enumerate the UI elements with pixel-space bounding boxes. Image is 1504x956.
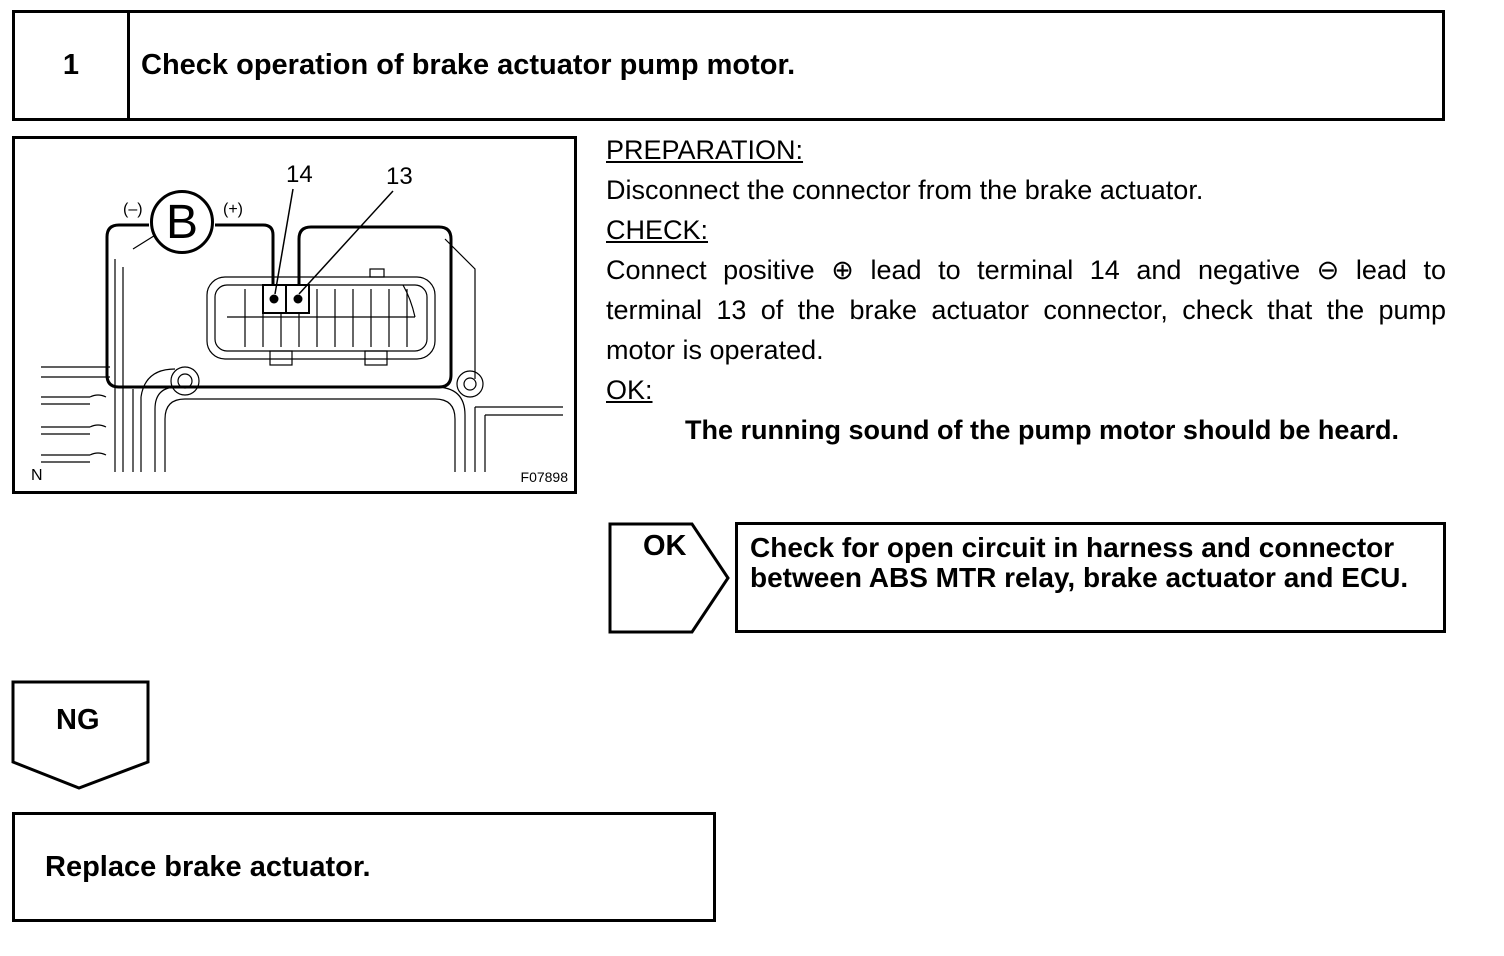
ok-criterion: The running sound of the pump motor shou…	[685, 415, 1399, 445]
ok-label: OK	[643, 530, 687, 562]
step-title: Check operation of brake actuator pump m…	[141, 49, 796, 81]
figure-id: F07898	[520, 469, 568, 485]
ok-arrow-shape	[608, 522, 730, 634]
preparation-heading: PREPARATION:	[606, 135, 804, 165]
pin-14-label: 14	[286, 161, 313, 188]
positive-label: (+)	[223, 201, 243, 218]
negative-label: (–)	[123, 201, 143, 218]
check-text: Connect positive ⊕ lead to terminal 14 a…	[606, 255, 1446, 365]
ng-label: NG	[56, 704, 100, 736]
ok-result-box: Check for open circuit in harness and co…	[735, 522, 1446, 633]
actuator-drawing	[41, 188, 563, 472]
preparation-text: Disconnect the connector from the brake …	[606, 175, 1204, 205]
ng-arrow-shape	[11, 680, 150, 790]
pin-13-label: 13	[386, 163, 413, 190]
step-number: 1	[15, 13, 130, 118]
connector-illustration: B 14 13 (–) (+) N F07898	[12, 136, 577, 494]
ok-arrow: OK	[608, 522, 732, 634]
battery-symbol: B	[150, 190, 214, 254]
instructions: PREPARATION: Disconnect the connector fr…	[606, 130, 1446, 450]
check-heading: CHECK:	[606, 215, 709, 245]
ok-heading: OK:	[606, 375, 653, 405]
ng-arrow: NG	[11, 680, 151, 792]
ng-result-box: Replace brake actuator.	[12, 812, 716, 922]
step-header: 1 Check operation of brake actuator pump…	[12, 10, 1445, 121]
corner-label: N	[31, 467, 43, 484]
